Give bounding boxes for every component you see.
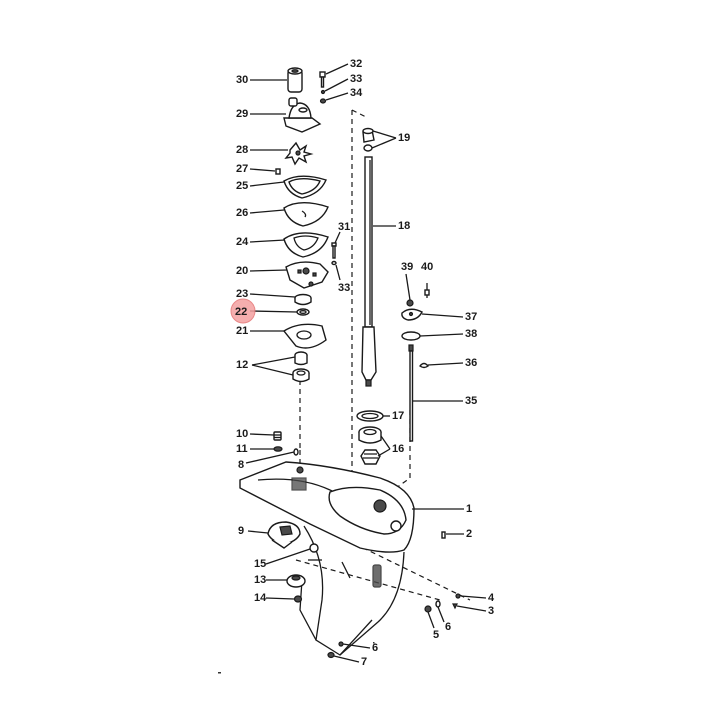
callout-38[interactable]: 38 [465,328,477,340]
highlight-circle-22 [230,298,256,324]
part-12-bushing-upper[interactable] [294,351,308,366]
part-29-pump-housing[interactable] [283,97,322,133]
callout-25[interactable]: 25 [236,180,248,192]
callout-13[interactable]: 13 [254,574,266,586]
callout-24[interactable]: 24 [236,236,249,248]
callout-11[interactable]: 11 [236,443,248,455]
part-33-washer-lower[interactable] [331,260,337,266]
part-31-bolt[interactable] [331,242,337,259]
callout-28[interactable]: 28 [236,144,248,156]
callout-27[interactable]: 27 [236,163,248,175]
part-25-gasket[interactable] [283,175,327,199]
stray-mark [218,672,221,674]
part-20-pump-base[interactable] [285,261,329,289]
callout-37[interactable]: 37 [465,311,477,323]
callout-39[interactable]: 39 [401,261,413,273]
part-16-bearing-cup[interactable] [358,426,382,444]
callout-9[interactable]: 9 [238,525,244,537]
leader-lines [245,63,487,663]
callout-33-lower[interactable]: 33 [338,282,350,294]
callout-1[interactable]: 1 [466,503,472,515]
part-3-screw[interactable] [452,603,458,610]
callout-33[interactable]: 33 [350,73,362,85]
part-23-seal[interactable] [294,293,312,306]
part-30-sleeve[interactable] [287,67,303,93]
part-5-nut[interactable] [424,605,432,613]
callout-15[interactable]: 15 [254,558,266,570]
callout-26[interactable]: 26 [236,207,248,219]
callout-5[interactable]: 5 [433,629,439,641]
part-9-anode[interactable] [267,521,301,549]
part-15-plug[interactable] [309,543,319,553]
callout-10[interactable]: 10 [236,428,248,440]
part-12-bushing-lower[interactable] [292,368,310,383]
callout-6-lower[interactable]: 6 [372,642,378,654]
callout-2[interactable]: 2 [466,528,472,540]
callout-30[interactable]: 30 [236,74,248,86]
part-37-retainer[interactable] [401,308,423,321]
callout-20[interactable]: 20 [236,265,248,277]
part-22-seal[interactable] [296,308,310,316]
part-4-washer[interactable] [455,593,461,599]
part-32-bolt[interactable] [319,71,326,88]
part-38-o-ring[interactable] [401,331,421,341]
callout-36[interactable]: 36 [465,357,477,369]
part-21-gasket-plate[interactable] [282,323,327,349]
callout-23[interactable]: 23 [236,288,248,300]
callout-12[interactable]: 12 [236,359,248,371]
stray-dot [373,642,375,644]
part-18-drive-shaft[interactable] [361,156,377,387]
part-8-pin[interactable] [293,448,299,456]
callout-labels: 30 32 33 34 29 19 28 27 25 26 18 31 24 2… [235,58,495,668]
part-16-bearing-cone[interactable] [360,449,381,465]
callout-29[interactable]: 29 [236,108,248,120]
part-6-washer-b[interactable] [338,641,344,647]
callout-32[interactable]: 32 [350,58,362,70]
part-27-key[interactable] [275,168,281,175]
callout-3[interactable]: 3 [488,605,494,617]
callout-21[interactable]: 21 [236,325,248,337]
callout-6[interactable]: 6 [445,621,451,633]
callout-19[interactable]: 19 [398,132,410,144]
part-19-coupler[interactable] [362,127,375,152]
part-7-screw[interactable] [327,651,335,659]
part-11-washer[interactable] [273,446,283,452]
part-35-shift-rod[interactable] [408,344,414,442]
callout-31[interactable]: 31 [338,221,350,233]
callout-16[interactable]: 16 [392,443,404,455]
callout-34[interactable]: 34 [350,87,363,99]
part-28-impeller[interactable] [284,141,314,166]
callout-18[interactable]: 18 [398,220,410,232]
callout-7[interactable]: 7 [361,656,367,668]
callout-22[interactable]: 22 [235,306,247,318]
part-10-plug[interactable] [273,431,282,441]
callout-8[interactable]: 8 [238,459,244,471]
part-17-seal-ring[interactable] [356,410,384,422]
part-14-nut[interactable] [293,595,303,603]
callout-14[interactable]: 14 [254,592,267,604]
callout-40[interactable]: 40 [421,261,433,273]
part-24-gasket[interactable] [283,232,329,258]
part-2-pin[interactable] [441,531,446,539]
callout-35[interactable]: 35 [465,395,477,407]
part-36-clip[interactable] [419,362,429,369]
part-33-washer[interactable] [320,89,326,95]
callout-4[interactable]: 4 [488,592,495,604]
part-34-washer[interactable] [319,98,327,104]
part-1-gear-housing[interactable] [239,461,415,656]
part-40-screw[interactable] [424,283,430,298]
part-13-gear[interactable] [286,574,306,588]
callout-17[interactable]: 17 [392,410,404,422]
part-6-washer-a[interactable] [435,600,441,608]
part-39-nut[interactable] [406,299,414,307]
part-26-face-plate[interactable] [283,202,329,227]
